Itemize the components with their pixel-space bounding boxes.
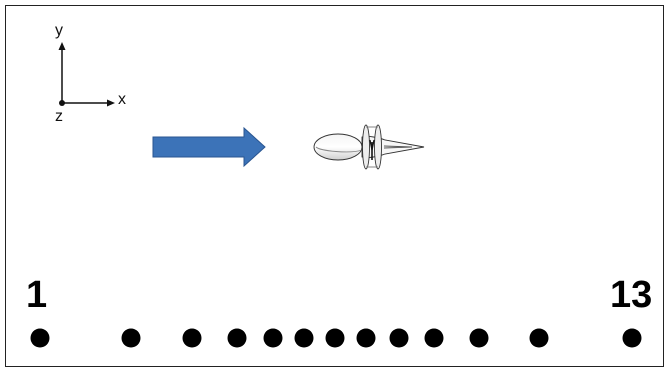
propeller-aircraft-icon xyxy=(313,124,425,170)
diagram-frame xyxy=(5,5,664,367)
microphone-label-first: 1 xyxy=(26,274,48,316)
microphone-dot-13 xyxy=(622,328,642,348)
z-axis-origin-dot xyxy=(59,100,65,106)
microphone-dot-5 xyxy=(263,328,283,348)
microphone-dot-3 xyxy=(182,328,202,348)
flow-direction-arrow-icon xyxy=(152,126,266,168)
x-axis-label: x xyxy=(118,91,126,108)
z-axis-label: z xyxy=(55,108,63,125)
y-axis-arrowhead-icon xyxy=(58,42,66,50)
microphone-dot-11 xyxy=(469,328,489,348)
x-axis-arrowhead-icon xyxy=(107,99,115,107)
microphone-dot-1 xyxy=(30,328,50,348)
microphone-dot-12 xyxy=(529,328,549,348)
microphone-label-last: 13 xyxy=(610,274,653,316)
microphone-dot-2 xyxy=(121,328,141,348)
microphone-dot-6 xyxy=(294,328,314,348)
microphone-array xyxy=(30,328,642,348)
microphone-dot-10 xyxy=(424,328,444,348)
microphone-dot-8 xyxy=(356,328,376,348)
y-axis-label: y xyxy=(55,22,63,39)
coordinate-axes xyxy=(58,42,115,107)
microphone-dot-4 xyxy=(227,328,247,348)
microphone-dot-7 xyxy=(325,328,345,348)
microphone-dot-9 xyxy=(389,328,409,348)
